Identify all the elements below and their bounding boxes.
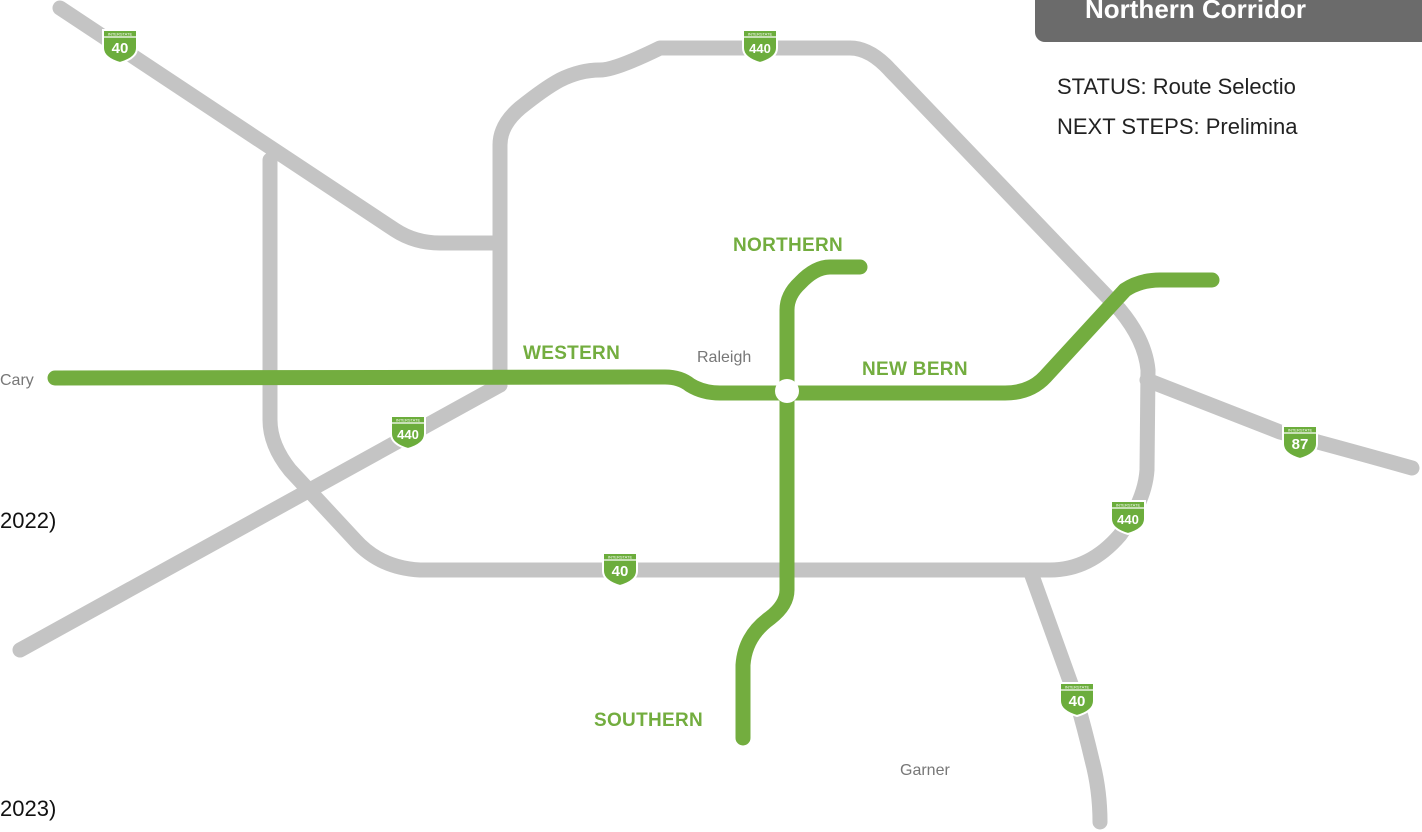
corridor-info-header: Northern Corridor <box>1035 0 1422 42</box>
i40-northwest-segment <box>52 0 508 251</box>
left-year-text-2: 2023) <box>0 796 57 821</box>
corridor-info-title: Northern Corridor <box>1085 0 1306 24</box>
svg-text:440: 440 <box>749 41 771 56</box>
i87-shield-icon: INTERSTATE 87 <box>1282 425 1318 460</box>
i40-shield-icon: INTERSTATE 40 <box>1059 682 1095 717</box>
svg-text:INTERSTATE: INTERSTATE <box>608 555 633 560</box>
svg-text:40: 40 <box>1069 693 1086 710</box>
svg-text:INTERSTATE: INTERSTATE <box>1065 685 1090 690</box>
corridor-next-steps-text: NEXT STEPS: Prelimina <box>1057 114 1298 139</box>
left-year-text-1: 2022) <box>0 508 57 533</box>
corridor-status-text: STATUS: Route Selectio <box>1057 74 1296 99</box>
i440-shield-icon: INTERSTATE 440 <box>1110 500 1146 535</box>
new-bern-corridor-label[interactable]: NEW BERN <box>862 359 968 380</box>
raleigh-station-node[interactable] <box>775 379 799 403</box>
svg-text:40: 40 <box>612 563 629 580</box>
i40-shield-icon: INTERSTATE 40 <box>102 29 138 64</box>
svg-text:440: 440 <box>397 427 419 442</box>
svg-text:INTERSTATE: INTERSTATE <box>1288 428 1313 433</box>
brt-corridors <box>47 259 1220 746</box>
northern-corridor-label[interactable]: NORTHERN <box>733 235 843 256</box>
svg-text:87: 87 <box>1292 436 1309 453</box>
svg-text:INTERSTATE: INTERSTATE <box>1116 503 1141 508</box>
cary-place-label: Cary <box>0 372 34 389</box>
svg-text:440: 440 <box>1117 512 1139 527</box>
i440-southwest-spur <box>12 377 508 658</box>
northern-corridor-line <box>779 259 868 401</box>
southern-corridor-label[interactable]: SOUTHERN <box>594 710 703 731</box>
i440-shield-icon: INTERSTATE 440 <box>742 29 778 64</box>
i40-shield-icon: INTERSTATE 40 <box>602 552 638 587</box>
svg-text:INTERSTATE: INTERSTATE <box>748 32 773 37</box>
western-corridor-label[interactable]: WESTERN <box>523 343 620 364</box>
i440-shield-icon: INTERSTATE 440 <box>390 415 426 450</box>
svg-text:INTERSTATE: INTERSTATE <box>108 32 133 37</box>
raleigh-place-label: Raleigh <box>697 349 751 366</box>
western-corridor-line <box>47 369 795 401</box>
garner-place-label: Garner <box>900 762 950 779</box>
southern-corridor-line <box>735 385 795 746</box>
svg-text:40: 40 <box>112 40 129 57</box>
i440-beltline <box>262 40 1156 578</box>
svg-text:INTERSTATE: INTERSTATE <box>396 418 421 423</box>
new-bern-corridor-line <box>779 272 1220 401</box>
i87-segment <box>1139 372 1420 476</box>
